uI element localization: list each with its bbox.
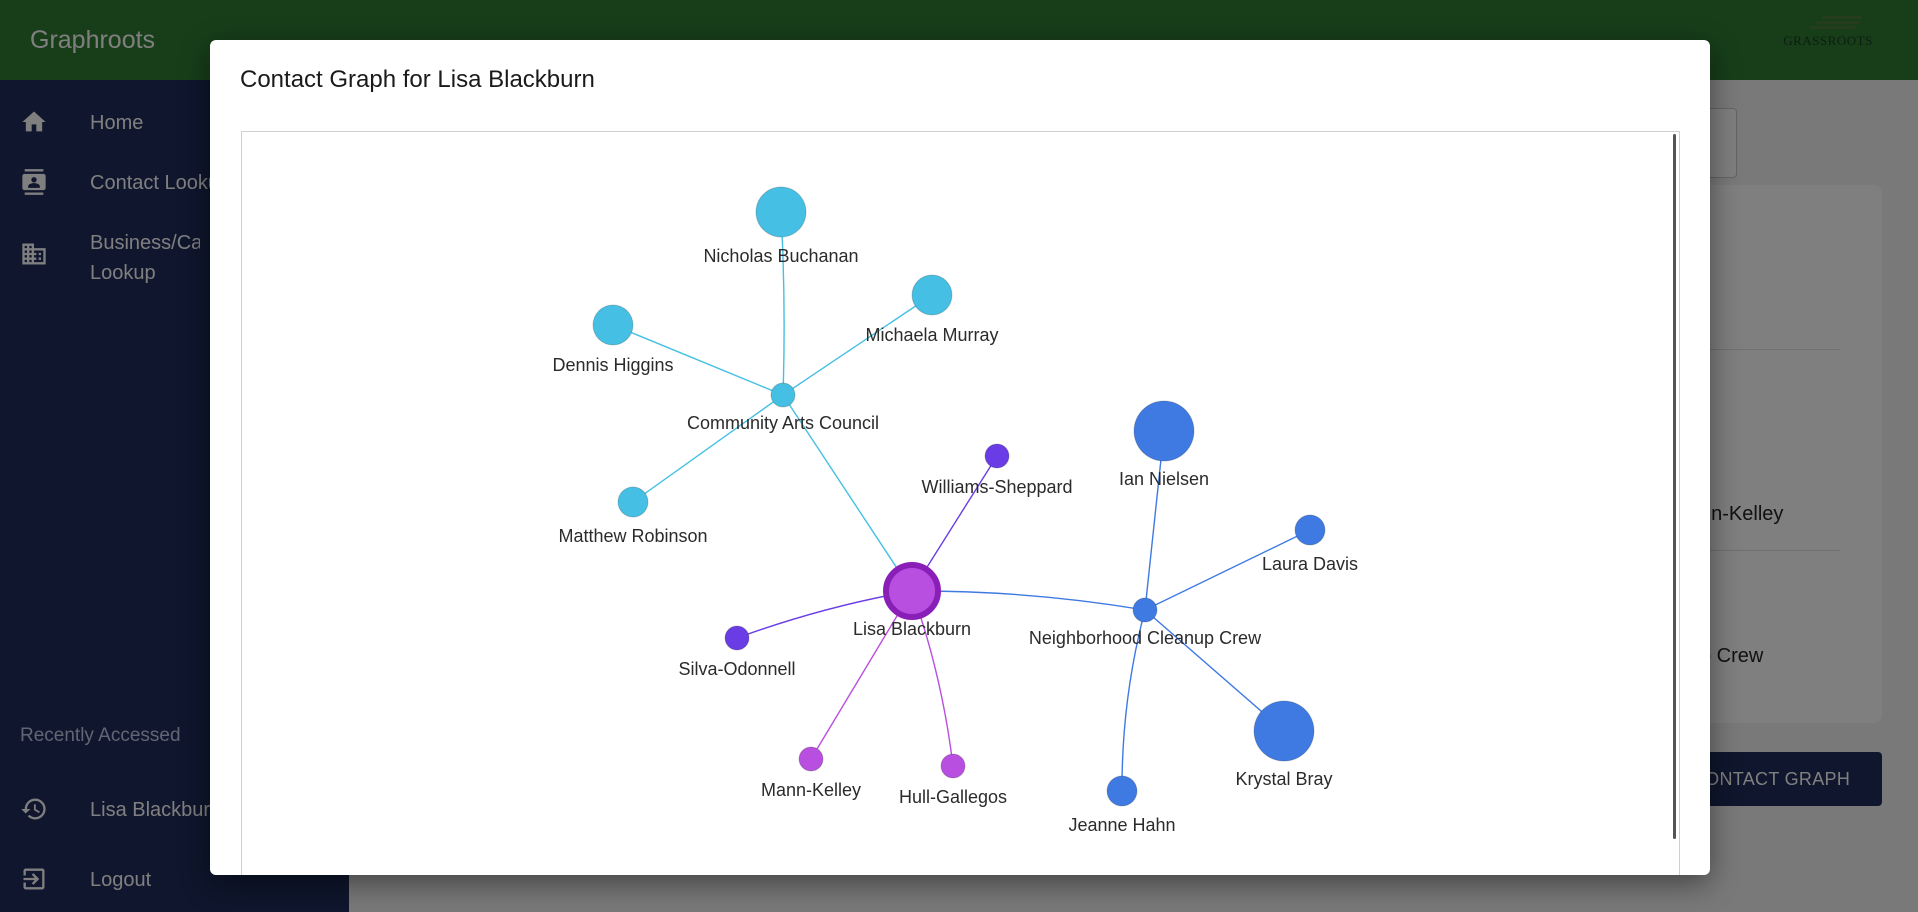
- edge-arts-matthew: [632, 394, 784, 503]
- contact-graph-dialog: Contact Graph for Lisa Blackburn Lisa Bl…: [210, 40, 1710, 875]
- node-label: Nicholas Buchanan: [703, 246, 858, 266]
- graph-node-laura[interactable]: Laura Davis: [1262, 514, 1358, 574]
- node-label: Community Arts Council: [687, 413, 879, 433]
- graph-node-silva[interactable]: Silva-Odonnell: [678, 625, 796, 679]
- node-label: Ian Nielsen: [1119, 469, 1209, 489]
- graph-node-mann[interactable]: Mann-Kelley: [761, 746, 861, 800]
- node-circle[interactable]: [911, 274, 953, 316]
- node-circle[interactable]: [1294, 514, 1326, 546]
- node-circle[interactable]: [770, 382, 796, 408]
- node-circle[interactable]: [883, 562, 941, 620]
- node-circle[interactable]: [1253, 700, 1315, 762]
- node-label: Neighborhood Cleanup Crew: [1029, 628, 1262, 648]
- edge-cleanup-jeanne: [1121, 609, 1146, 792]
- node-circle[interactable]: [1106, 775, 1138, 807]
- graph-node-ian[interactable]: Ian Nielsen: [1119, 400, 1209, 489]
- node-label: Dennis Higgins: [552, 355, 673, 375]
- node-circle[interactable]: [1133, 400, 1195, 462]
- node-label: Mann-Kelley: [761, 780, 861, 800]
- graph-node-lisa[interactable]: Lisa Blackburn: [853, 562, 971, 639]
- node-label: Lisa Blackburn: [853, 619, 971, 639]
- edge-cleanup-laura: [1144, 529, 1311, 611]
- node-label: Laura Davis: [1262, 554, 1358, 574]
- node-circle[interactable]: [617, 486, 649, 518]
- node-label: Jeanne Hahn: [1068, 815, 1175, 835]
- node-circle[interactable]: [940, 753, 966, 779]
- node-label: Silva-Odonnell: [678, 659, 795, 679]
- graph-node-cleanup[interactable]: Neighborhood Cleanup Crew: [1029, 597, 1262, 648]
- edge-arts-lisa: [782, 394, 913, 592]
- graph-node-arts[interactable]: Community Arts Council: [687, 382, 879, 433]
- edge-lisa-mann: [810, 590, 913, 760]
- node-label: Matthew Robinson: [558, 526, 707, 546]
- graph-node-michaela[interactable]: Michaela Murray: [865, 274, 999, 345]
- edge-arts-dennis: [612, 324, 784, 396]
- graph-node-matthew[interactable]: Matthew Robinson: [558, 486, 708, 546]
- node-label: Hull-Gallegos: [899, 787, 1007, 807]
- dialog-title: Contact Graph for Lisa Blackburn: [240, 66, 595, 93]
- node-circle[interactable]: [724, 625, 750, 651]
- node-label: Michaela Murray: [865, 325, 998, 345]
- graph-node-krystal[interactable]: Krystal Bray: [1235, 700, 1333, 789]
- edge-arts-nicholas: [780, 211, 785, 396]
- graph-node-nicholas[interactable]: Nicholas Buchanan: [703, 186, 859, 266]
- graph-node-dennis[interactable]: Dennis Higgins: [552, 304, 674, 375]
- node-circle[interactable]: [1132, 597, 1158, 623]
- node-label: Williams-Sheppard: [921, 477, 1072, 497]
- node-circle[interactable]: [592, 304, 634, 346]
- node-circle[interactable]: [755, 186, 807, 238]
- node-circle[interactable]: [984, 443, 1010, 469]
- node-label: Krystal Bray: [1235, 769, 1332, 789]
- graph-node-hull[interactable]: Hull-Gallegos: [899, 753, 1007, 807]
- scrollbar[interactable]: [1673, 134, 1676, 839]
- graph-node-williams[interactable]: Williams-Sheppard: [921, 443, 1073, 497]
- contact-graph[interactable]: Lisa Blackburn Community Arts CouncilNeig…: [242, 132, 1679, 875]
- node-circle[interactable]: [798, 746, 824, 772]
- edge-lisa-cleanup: [911, 590, 1146, 611]
- graph-node-jeanne[interactable]: Jeanne Hahn: [1068, 775, 1176, 835]
- edge-arts-michaela: [782, 294, 933, 396]
